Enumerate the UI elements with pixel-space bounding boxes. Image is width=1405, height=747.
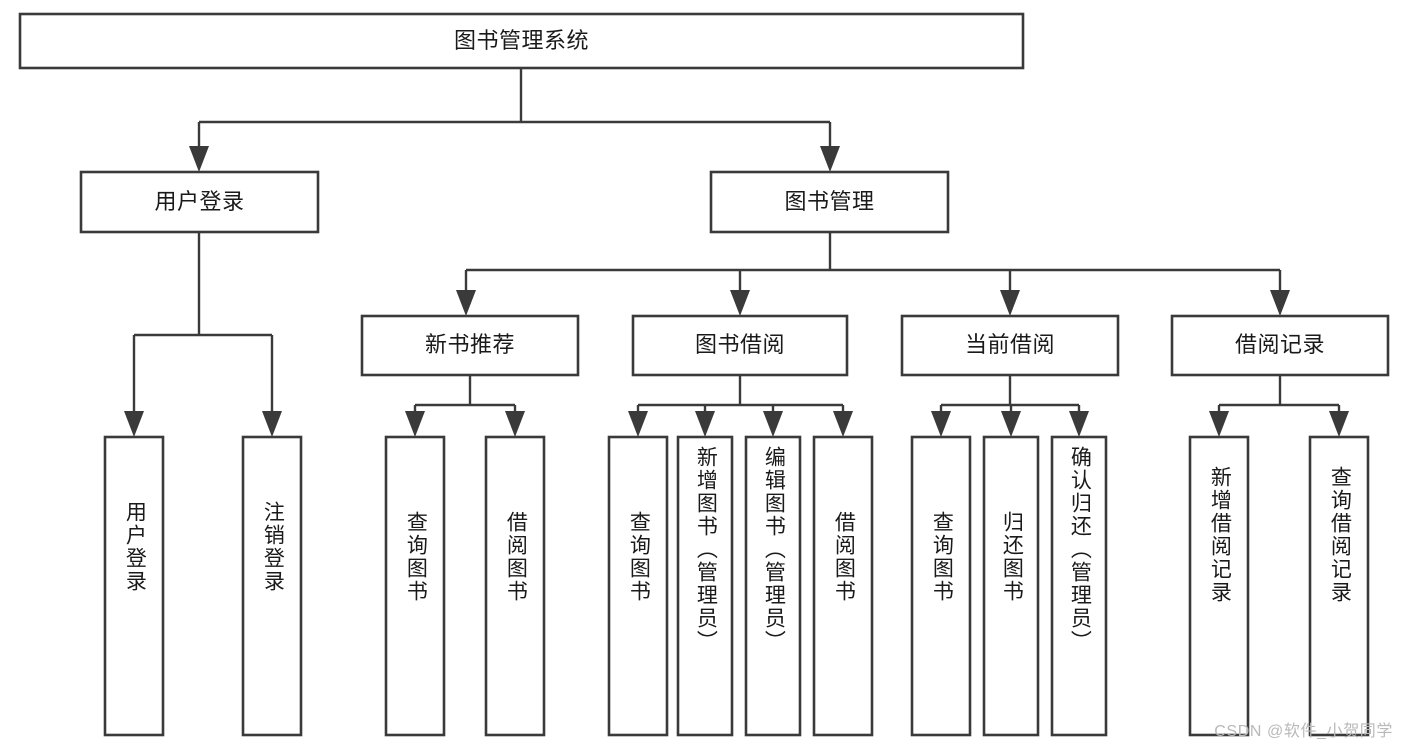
node-box-leaf-return-book[interactable]: [982, 435, 1040, 737]
arrow-head-leaf-return-book: [1001, 411, 1021, 437]
node-box-leaf-confirm-return-admin[interactable]: [1050, 435, 1108, 737]
node-box-leaf-query-book-current[interactable]: [910, 435, 972, 737]
arrow-head-leaf-query-borrow-record: [1329, 411, 1349, 437]
node-box-leaf-query-borrow-record[interactable]: [1308, 435, 1370, 737]
arrow-head-book-borrow: [730, 290, 750, 316]
arrow-head-borrow-record: [1270, 290, 1290, 316]
connector-borrow-record-to-leaves: [1209, 375, 1349, 437]
arrow-head-leaf-user-login: [124, 411, 144, 437]
arrow-head-leaf-borrow-book: [833, 411, 853, 437]
node-box-leaf-query-book-recommend[interactable]: [384, 435, 446, 737]
arrow-head-leaf-add-book-admin: [695, 411, 715, 437]
arrow-head-new-book-recommend: [456, 290, 476, 316]
node-box-leaf-borrow-book-recommend[interactable]: [484, 435, 546, 737]
arrow-head-leaf-query-book-recommend: [405, 411, 425, 437]
node-box-leaf-borrow-book[interactable]: [812, 435, 874, 737]
node-box-leaf-query-book-borrow[interactable]: [607, 435, 669, 737]
node-box-leaf-edit-book-admin[interactable]: [744, 435, 802, 737]
node-box-book-borrow[interactable]: [631, 314, 849, 377]
arrow-head-leaf-add-borrow-record: [1209, 411, 1229, 437]
node-box-user-login[interactable]: [79, 170, 320, 234]
node-box-new-book-recommend[interactable]: [360, 314, 580, 377]
node-box-current-borrow[interactable]: [900, 314, 1120, 377]
node-box-root[interactable]: [18, 12, 1025, 70]
arrow-head-current-borrow: [1000, 290, 1020, 316]
node-box-leaf-add-borrow-record[interactable]: [1188, 435, 1250, 737]
node-box-book-management[interactable]: [709, 170, 950, 234]
connector-new-book-recommend-to-leaves: [405, 375, 525, 437]
node-box-borrow-record[interactable]: [1170, 314, 1390, 377]
csdn-watermark: CSDN @软件_小贺同学: [1214, 723, 1393, 740]
connector-book-borrow-to-leaves: [628, 375, 853, 437]
arrow-head-leaf-confirm-return-admin: [1069, 411, 1089, 437]
node-box-leaf-add-book-admin[interactable]: [676, 435, 734, 737]
arrow-head-leaf-logout-login: [262, 411, 282, 437]
arrow-head-book-management: [820, 146, 840, 172]
arrow-head-user-login: [189, 146, 209, 172]
connector-current-borrow-to-leaves: [931, 375, 1089, 437]
node-box-leaf-user-login[interactable]: [103, 435, 165, 737]
connector-root-to-level2: [189, 68, 840, 172]
node-box-leaf-logout-login[interactable]: [241, 435, 303, 737]
arrow-head-leaf-query-book-current: [931, 411, 951, 437]
arrow-head-leaf-edit-book-admin: [763, 411, 783, 437]
arrow-head-leaf-query-book-borrow: [628, 411, 648, 437]
connector-book-management-to-level3: [456, 232, 1290, 316]
connector-user-login-to-leaves: [124, 232, 282, 437]
arrow-head-leaf-borrow-book-recommend: [505, 411, 525, 437]
